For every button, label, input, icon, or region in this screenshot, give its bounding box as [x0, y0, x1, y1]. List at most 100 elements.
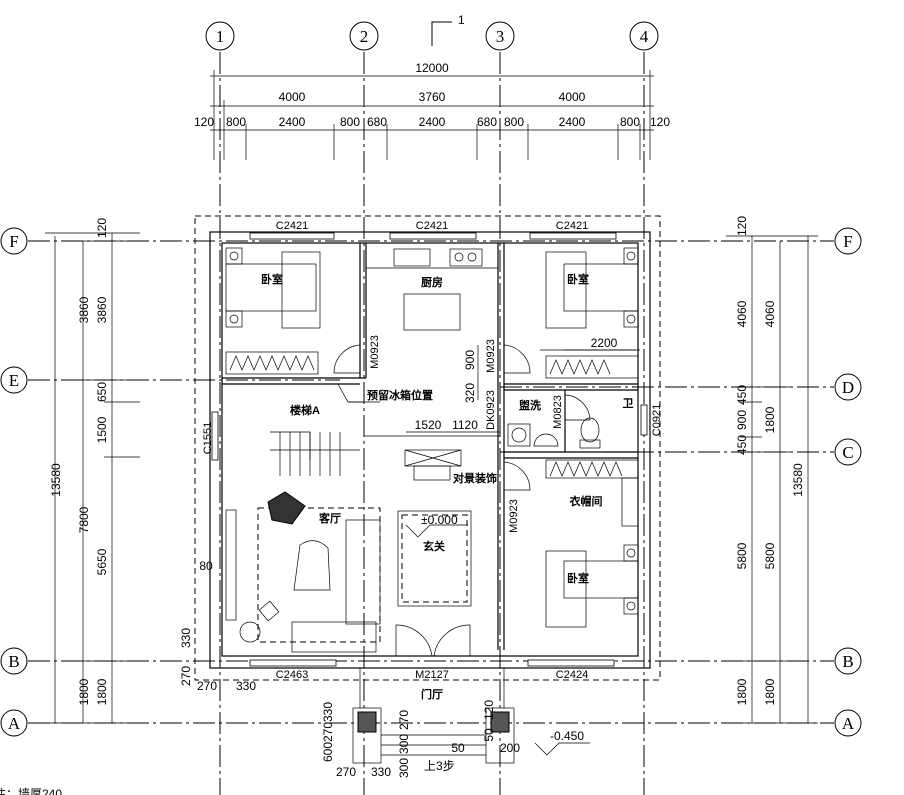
window-code: C2421	[556, 220, 588, 232]
dim-right-inner: 5800	[735, 542, 749, 569]
dim-interior: 900	[463, 350, 477, 370]
dim-step: 200	[500, 741, 520, 755]
dim-left-inner: 1500	[95, 416, 109, 443]
window-code: C2424	[556, 669, 588, 681]
dim-interior: 1120	[452, 418, 478, 432]
dim-step: 300	[397, 734, 411, 754]
dim-right-mid: 5800	[763, 542, 777, 569]
fridge-note: 预留冰箱位置	[367, 388, 433, 402]
window-bottom-right	[527, 659, 615, 667]
dim-detail: 800	[340, 115, 360, 129]
dim-left-inner: 650	[95, 382, 109, 402]
dim-left-small: 330	[236, 679, 256, 693]
dim-right-total: 13580	[791, 463, 805, 497]
svg-text:B: B	[842, 652, 853, 671]
dim-bay: 4000	[559, 90, 586, 104]
window-code: C2421	[416, 220, 448, 232]
dim-left-small: 270	[179, 666, 193, 686]
room-living: 客厅	[318, 511, 341, 525]
dim-right-mid: 1800	[763, 406, 777, 433]
entry-steps: 上3步 330 270 600 270 300 300 270 330 120 …	[321, 700, 520, 779]
room-hall: 门厅	[421, 687, 443, 701]
dim-interior: 320	[463, 383, 477, 403]
svg-text:C: C	[842, 443, 853, 462]
window-top-left	[249, 232, 335, 240]
svg-text:3: 3	[496, 27, 505, 46]
dim-interior: 1520	[415, 418, 442, 432]
axis-bubble-2: 2	[349, 21, 379, 51]
dim-interior: 2200	[591, 336, 618, 350]
dim-step: 50	[451, 741, 465, 755]
door-code: M2127	[415, 669, 449, 681]
doors: M0923 M0923 DK0923 M0823 M0923 M2127	[333, 335, 591, 681]
svg-text:D: D	[842, 378, 854, 397]
room-labels: 卧室 厨房 卧室 楼梯A 预留冰箱位置 盥洗 卫 对景装饰 客厅 衣帽间 玄关 …	[261, 272, 634, 701]
axis-bubble-E-left: E	[0, 366, 28, 394]
windows: C2421 C2421 C2421 C1551 C2463 C2424 C092…	[202, 220, 663, 681]
dim-detail: 2400	[559, 115, 586, 129]
dim-step: 600	[321, 742, 335, 762]
dim-left-total: 13580	[49, 463, 63, 497]
window-code: C1551	[202, 422, 214, 454]
door-code: DK0923	[485, 390, 497, 430]
door-code: M0923	[508, 499, 520, 533]
window-toilet	[640, 404, 648, 436]
dim-detail: 800	[620, 115, 640, 129]
stairs-drawing	[270, 431, 360, 476]
door-code: M0923	[485, 339, 497, 373]
dim-right-inner: 450	[735, 385, 749, 405]
axis-bubble-B-right: B	[834, 647, 862, 675]
dim-step: 270	[321, 722, 335, 742]
dim-left-inner: 3860	[95, 296, 109, 323]
room-stairs: 楼梯A	[290, 403, 320, 417]
walls	[209, 231, 651, 669]
axis-bubble-B-left: B	[0, 647, 28, 675]
furniture	[225, 247, 639, 764]
dim-step: 300	[397, 758, 411, 778]
dim-right-inner: 4060	[735, 300, 749, 327]
axis-bubble-A-left: A	[0, 709, 28, 737]
svg-text:1: 1	[216, 27, 225, 46]
room-wash: 盥洗	[519, 398, 541, 412]
svg-text:4: 4	[640, 27, 649, 46]
room-foyer: 玄关	[423, 539, 445, 553]
outside-level: -0.450	[550, 729, 584, 743]
room-bedroom-1: 卧室	[261, 272, 283, 286]
dim-detail: 2400	[279, 115, 306, 129]
dim-detail: 120	[194, 115, 214, 129]
dim-left-small: 270	[197, 679, 217, 693]
dim-detail: 120	[650, 115, 670, 129]
dim-step: 270	[336, 765, 356, 779]
dim-step: 330	[321, 702, 335, 722]
window-top-right	[529, 232, 617, 240]
svg-text:2: 2	[360, 27, 369, 46]
left-dimensions: 13580 3860 7800 1800 120 3860 650 1500 5…	[45, 218, 256, 724]
dim-step: 330	[371, 765, 391, 779]
room-bedroom-2: 卧室	[567, 272, 589, 286]
dim-bay: 3760	[419, 90, 446, 104]
dim-total: 12000	[415, 61, 449, 75]
dim-detail: 680	[477, 115, 497, 129]
axis-bubble-D-right: D	[834, 373, 862, 401]
room-kitchen: 厨房	[421, 275, 443, 289]
dim-bay: 4000	[279, 90, 306, 104]
dim-right-inner: 1800	[735, 678, 749, 705]
svg-text:A: A	[8, 714, 21, 733]
axis-bubble-3: 3	[485, 21, 515, 51]
dim-left-small: 80	[199, 559, 213, 573]
horizontal-axes: F E B A F D C B A	[0, 227, 862, 737]
dim-right-mid: 4060	[763, 300, 777, 327]
axis-bubble-A-right: A	[834, 709, 862, 737]
dim-step: 50	[482, 728, 496, 742]
dim-left-inner: 120	[95, 218, 109, 238]
dim-left-inner: 1800	[95, 678, 109, 705]
steps-label: 上3步	[424, 759, 455, 773]
dim-right-inner: 120	[735, 216, 749, 236]
top-dimensions: 12000 4000 3760 4000 120 800 2400 800 68…	[194, 61, 670, 160]
roof-outline	[194, 215, 661, 681]
room-toilet: 卫	[623, 397, 634, 410]
window-top-mid	[389, 232, 477, 240]
svg-text:F: F	[9, 232, 18, 251]
window-code: C2463	[276, 669, 308, 681]
